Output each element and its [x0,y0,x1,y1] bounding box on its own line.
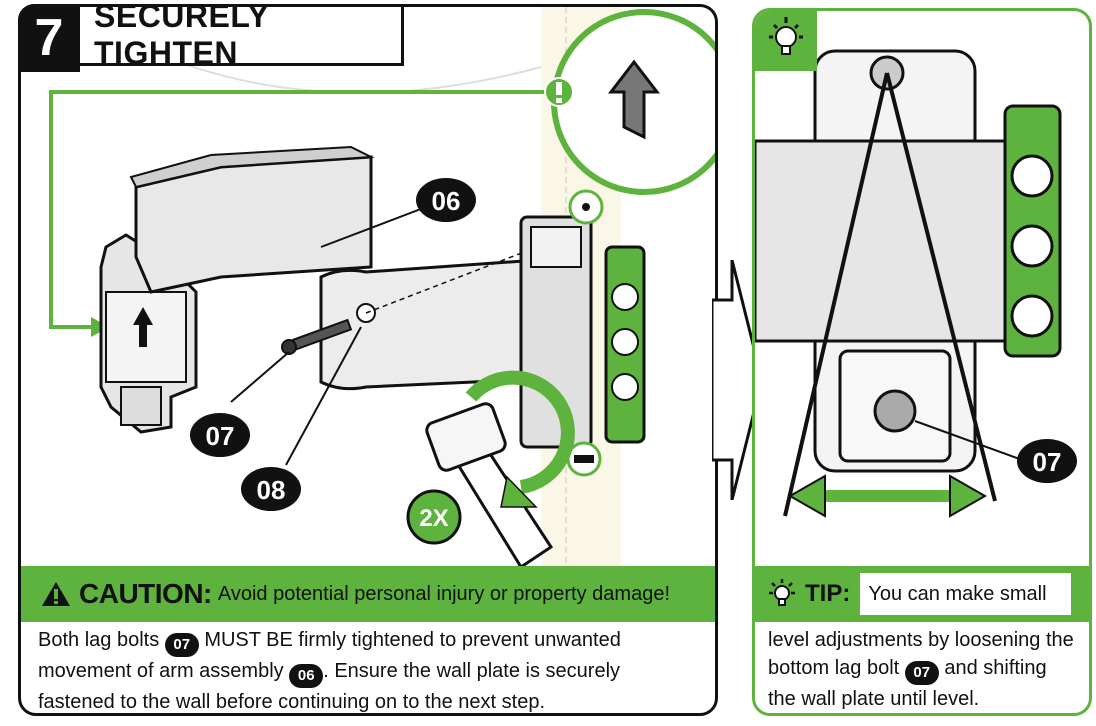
caution-body-part1: Both lag bolts [38,629,160,651]
tip-text: You can make small [860,573,1071,615]
callout-07-bubble [190,413,250,457]
tip-label: TIP: [805,580,851,607]
assembly-illustration: 06 07 08 2X [49,7,715,567]
tip-callout-07-label: 07 [1033,447,1062,477]
callout-06-bubble [416,178,476,222]
double-arrow-left-head [787,474,826,518]
wall-plate [604,245,646,444]
step-number: 7 [18,4,80,72]
swing-line-right [885,72,997,502]
tip-arm [755,139,1017,343]
wall-mount-top [530,226,582,268]
tv-plate-slot [120,386,162,426]
top-hole-dot [582,203,590,211]
ratchet-wrench [425,370,575,567]
caution-banner: CAUTION: Avoid potential personal injury… [21,566,715,622]
up-arrow-detail-icon [607,59,661,140]
callout-07-leader [230,351,290,403]
caution-body-part2: MUST BE firmly tightened to prevent unwa… [38,629,621,682]
lag-bolt-head [281,339,297,355]
callout-08-leader [285,326,362,466]
callout-08-label: 08 [257,475,286,505]
tip-body-part1: level adjustments by loosening the botto… [768,629,1074,679]
plate-screw-2 [611,328,639,356]
tip-callout-leader [914,420,1026,462]
panel-connector-arrow [712,260,762,500]
caution-body-part3: . Ensure the wall plate is securely fast… [38,660,621,713]
warning-triangle-icon [42,582,70,606]
alignment-line [365,231,577,314]
repeat-badge: 2X [406,489,462,545]
rotate-arrow-icon [465,370,575,494]
lightbulb-icon [769,17,803,55]
arm-assembly-badge: 06 [289,664,324,688]
lag-bolt [281,318,353,355]
callout-07: 07 [190,413,250,457]
up-arrow-icon [133,307,153,347]
caution-label: CAUTION: [79,578,212,609]
plate-screw-3 [611,373,639,401]
exclamation-bar [556,82,562,95]
plate-screw-1 [611,283,639,311]
leader-line [49,90,566,329]
tip-banner: TIP: You can make small [755,566,1089,622]
caution-body: Both lag bolts 07 MUST BE firmly tighten… [38,626,698,716]
detail-view [544,9,715,195]
tip-illustration: 07 [755,49,1077,518]
tip-bottom-bolt [873,389,917,433]
arm-assembly [129,145,583,391]
tip-callout-07: 07 [1017,439,1077,483]
tip-corner-badge [755,11,817,71]
lightbulb-icon [769,579,795,606]
tip-plate-screw-2 [1010,224,1054,268]
callout-06-leader [320,206,427,248]
bottom-hole-mark [574,455,594,463]
upper-arm-top [129,145,375,189]
callout-06-label: 06 [432,186,461,216]
tip-body-part2: and shifting the wall plate until level. [768,657,1047,710]
callout-06: 06 [416,178,476,222]
step-title: SECURELY TIGHTEN [80,0,404,71]
tip-lag-bolt-badge: 07 [904,661,939,685]
wrench-head [425,402,507,472]
callout-07-label: 07 [206,421,235,451]
step-header: 7 SECURELY TIGHTEN [18,0,404,72]
tip-callout-07-bubble [1017,439,1077,483]
repeat-badge-label: 2X [419,505,448,532]
double-arrow-right-head [949,474,988,518]
exclamation-dot [556,98,562,103]
tip-body: level adjustments by loosening the botto… [768,626,1078,713]
caution-text: Avoid potential personal injury or prope… [217,582,670,605]
repeat-badge-circle [406,489,462,545]
callout-08-bubble [241,467,301,511]
tip-plate-screw-1 [1010,154,1054,198]
callout-08: 08 [241,467,301,511]
swing-line-left [783,72,889,517]
rotate-arrow-head [500,475,538,508]
tip-plate-screw-3 [1010,294,1054,338]
lag-bolt-badge: 07 [164,633,199,657]
